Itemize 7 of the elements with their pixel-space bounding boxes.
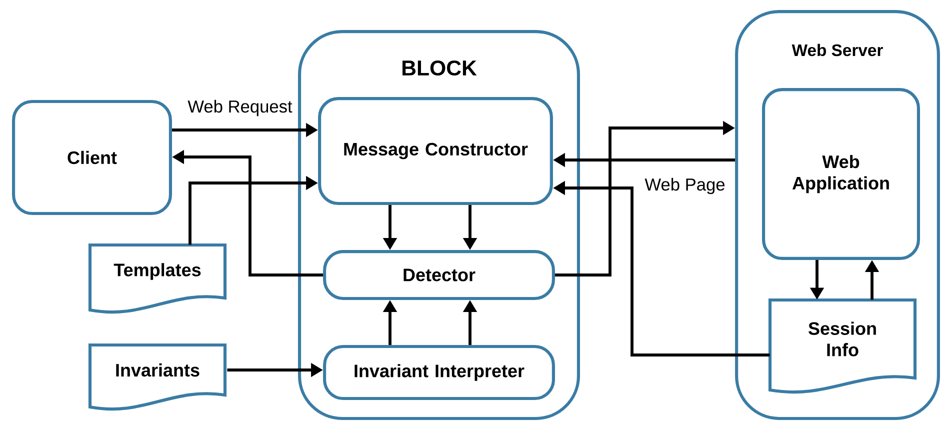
process-box: Message Constructor (318, 97, 553, 205)
edge-label: Web Request (186, 98, 294, 118)
process-box: Invariant Interpreter (323, 344, 555, 400)
process-box: Detector (323, 250, 555, 300)
edge-label: Web Page (643, 176, 727, 196)
application-box: Web Application (762, 88, 920, 260)
client-box: Client (12, 100, 172, 216)
